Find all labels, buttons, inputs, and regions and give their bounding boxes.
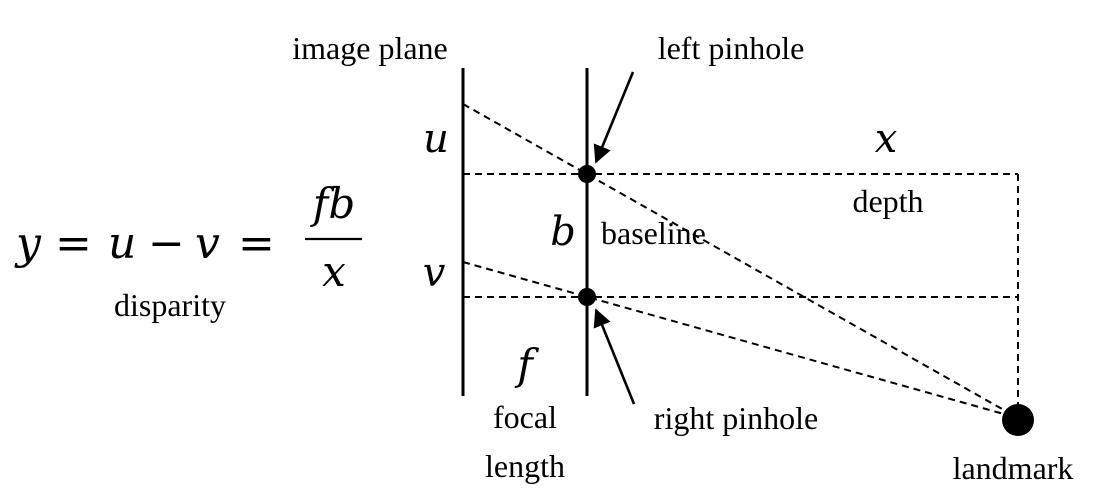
equation-denominator: x [322,247,346,296]
equation-minus: − [148,218,185,269]
disparity-label: disparity [114,287,226,323]
left-ray [462,103,1019,419]
right-ray [462,261,1019,419]
landmark-label: landmark [953,450,1074,486]
projection-lines [462,103,1019,419]
v-label: v [423,250,446,296]
length-label: length [485,448,565,484]
equation-v: v [195,218,220,269]
left-pinhole-arrow [593,71,635,164]
equation-u: u [108,218,136,269]
right-pinhole-label: right pinhole [654,400,818,436]
equation-y: y [14,218,42,269]
baseline-label: baseline [601,215,706,251]
landmark-dot [1002,404,1034,436]
left-pinhole-label: left pinhole [658,30,805,66]
disparity-equation: y = u − v = fb x disparity [14,179,362,323]
right-pinhole-arrow [593,308,636,405]
f-label: f [514,340,539,389]
depth-label: depth [852,183,923,219]
equation-equals-1: = [55,218,92,269]
equation-numerator: fb [310,179,355,228]
u-label: u [423,116,449,162]
left-pinhole-dot [578,165,596,183]
right-pinhole-dot [578,288,596,306]
x-label: x [875,116,898,162]
equation-equals-2: = [238,218,275,269]
b-label: b [550,209,576,255]
image-plane-label: image plane [292,30,447,66]
focal-label: focal [493,399,557,435]
